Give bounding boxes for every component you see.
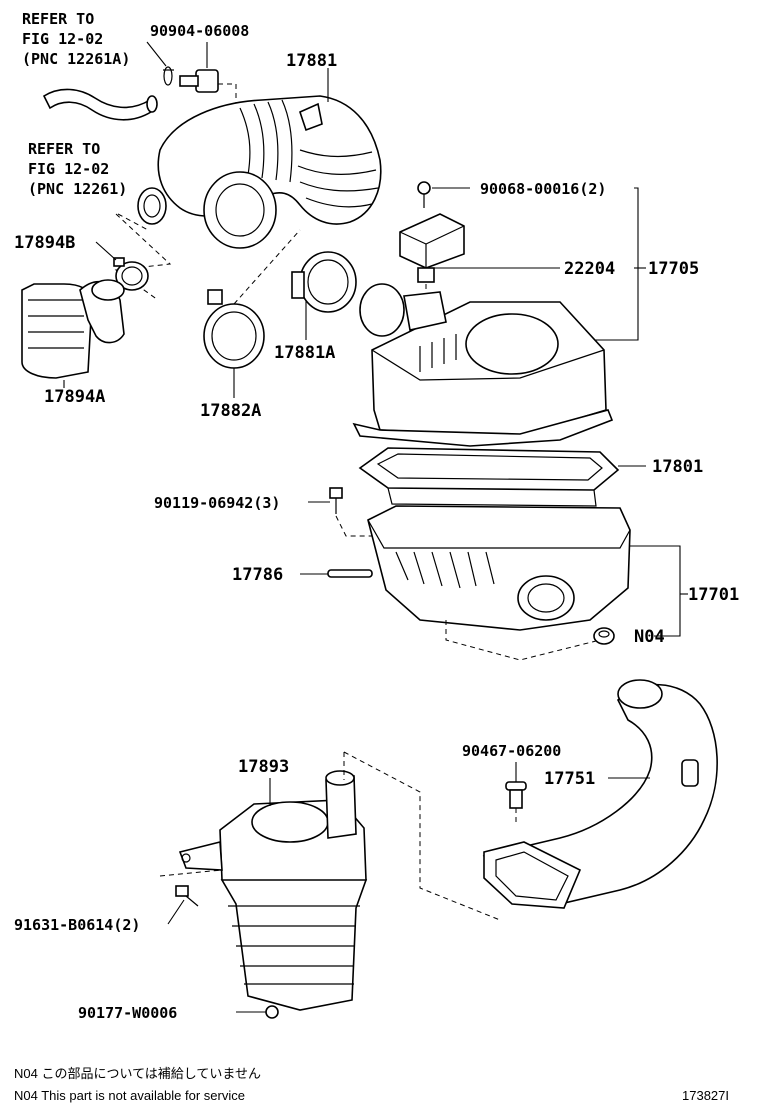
callout-90904-06008: 90904-06008	[150, 22, 249, 40]
callout-90177-W0006: 90177-W0006	[78, 1004, 177, 1022]
callout-17705: 17705	[648, 259, 699, 279]
clamp-17881A-drawing	[291, 251, 357, 313]
footnote-english: N04 This part is not available for servi…	[14, 1088, 245, 1103]
assembly-line	[445, 620, 601, 661]
reference-line: REFER TO	[22, 10, 94, 28]
reference-line: (PNC 12261)	[28, 180, 127, 198]
clip-90467-drawing	[505, 781, 527, 809]
leader-line	[580, 187, 639, 341]
callout-90068-00016: 90068-00016(2)	[480, 180, 606, 198]
air-filter-element-17801-drawing	[358, 447, 620, 507]
leader-line	[146, 41, 167, 67]
callout-17894B: 17894B	[14, 233, 75, 253]
reference-line: FIG 12-02	[28, 160, 109, 178]
pin-17786-drawing	[327, 569, 373, 578]
bolt-90119-drawing	[329, 487, 343, 514]
clamp-17894B-drawing	[113, 257, 149, 291]
intake-hose-17881-drawing	[137, 95, 382, 249]
airflow-meter-22204-drawing	[399, 213, 465, 283]
assembly-line	[117, 213, 149, 231]
footnote-japanese: N04 この部品については補給していません	[14, 1066, 261, 1081]
air-cleaner-case-17701-drawing	[367, 505, 631, 631]
assembly-line	[159, 869, 223, 877]
callout-17786: 17786	[232, 565, 283, 585]
clamp-17882A-drawing	[203, 289, 265, 369]
inlet-duct-17751-drawing	[482, 679, 718, 909]
reference-note-top: REFER TO FIG 12-02 (PNC 12261A)	[22, 10, 130, 68]
resonator-17893-drawing	[178, 770, 368, 1011]
assembly-line	[233, 229, 301, 305]
breather-hose-drawing	[42, 88, 158, 121]
hose-clamp-90904-drawing	[163, 66, 174, 86]
callout-17881A: 17881A	[274, 343, 335, 363]
callout-90467-06200: 90467-06200	[462, 742, 561, 760]
callout-N04: N04	[634, 627, 665, 647]
bolt-91631-drawing	[175, 885, 199, 907]
reference-line: FIG 12-02	[22, 30, 103, 48]
callout-90119-06942: 90119-06942(3)	[154, 494, 280, 512]
callout-17701: 17701	[688, 585, 739, 605]
callout-17882A: 17882A	[200, 401, 261, 421]
callout-17801: 17801	[652, 457, 703, 477]
reference-note-middle: REFER TO FIG 12-02 (PNC 12261)	[28, 140, 127, 198]
callout-91631-B0614: 91631-B0614(2)	[14, 916, 140, 934]
leader-line	[95, 241, 117, 261]
callout-17751: 17751	[544, 769, 595, 789]
callout-22204: 22204	[564, 259, 615, 279]
assembly-line	[335, 515, 390, 537]
air-cleaner-cap-17705-drawing	[352, 283, 614, 447]
callout-17881: 17881	[286, 51, 337, 71]
air-inlet-17894A-drawing	[21, 279, 125, 379]
reference-line: REFER TO	[28, 140, 100, 158]
leader-line	[630, 545, 681, 637]
callout-17894A: 17894A	[44, 387, 105, 407]
assembly-line	[343, 751, 501, 921]
callout-17893: 17893	[238, 757, 289, 777]
clip-90177-drawing	[265, 1005, 279, 1019]
reference-line: (PNC 12261A)	[22, 50, 130, 68]
screw-90068-drawing	[417, 181, 431, 208]
leader-line	[167, 899, 185, 925]
figure-id: 173827I	[682, 1088, 729, 1103]
nipple-connector-drawing	[179, 69, 219, 93]
grommet-N04-drawing	[593, 627, 615, 645]
